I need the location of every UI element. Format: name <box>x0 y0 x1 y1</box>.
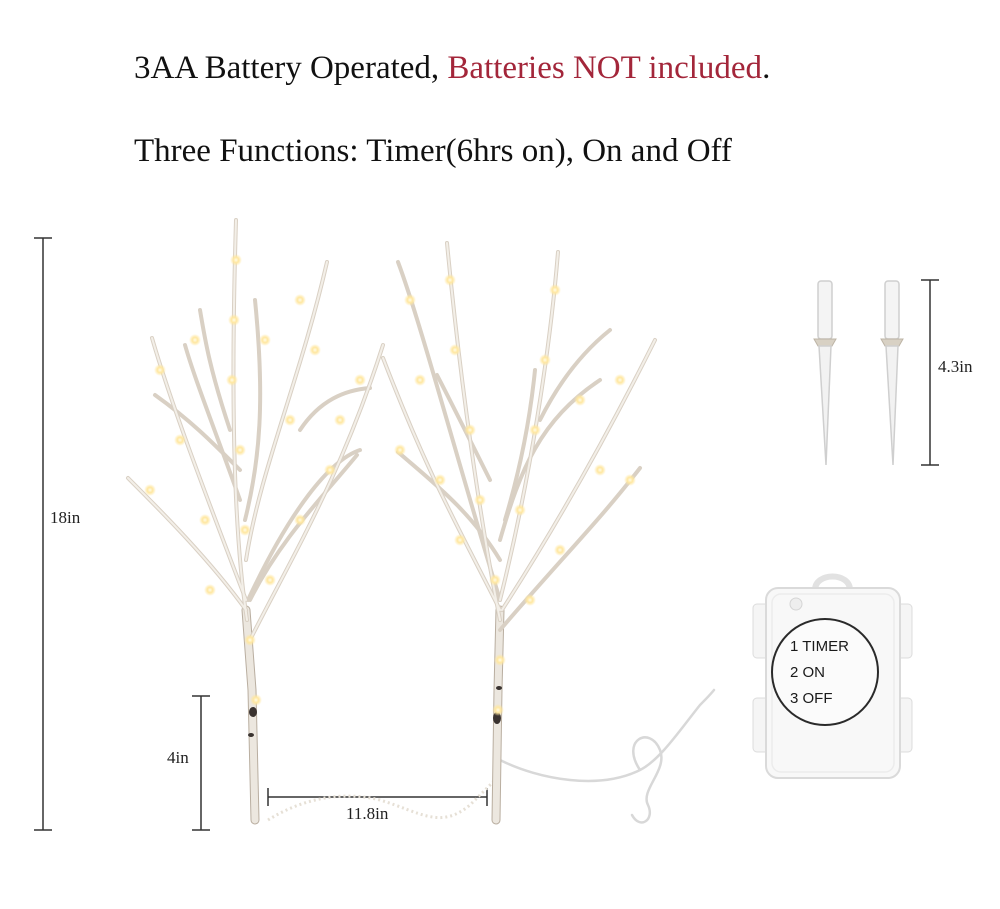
right-birch-branch <box>381 241 657 825</box>
on-option-label: 2 ON <box>790 664 825 681</box>
stake-dimension-line <box>921 279 939 466</box>
battery-headline: 3AA Battery Operated, Batteries NOT incl… <box>134 50 770 87</box>
spacing-dimension-line <box>267 788 488 806</box>
trunk-dimension-line <box>192 695 210 831</box>
battery-box: 1 TIMER 2 ON 3 OFF <box>752 573 913 779</box>
spacing-label: 11.8in <box>346 804 389 823</box>
ground-stake-left <box>813 280 837 466</box>
batteries-not-included-note: Batteries NOT included <box>447 50 763 86</box>
off-option-label: 3 OFF <box>790 690 833 707</box>
battery-headline-period: . <box>762 50 771 86</box>
height-dimension-line <box>34 237 52 831</box>
left-birch-branch <box>126 218 385 825</box>
power-wire <box>498 688 716 824</box>
led-lights <box>144 254 636 716</box>
trunk-height-label: 4in <box>167 748 189 767</box>
timer-option-label: 1 TIMER <box>790 638 849 655</box>
height-label: 18in <box>50 508 81 527</box>
ground-stake-right <box>880 280 904 466</box>
string-light-wire <box>267 773 502 822</box>
functions-headline: Three Functions: Timer(6hrs on), On and … <box>134 133 732 169</box>
battery-headline-text: 3AA Battery Operated, <box>134 50 448 86</box>
stake-length-label: 4.3in <box>938 357 973 376</box>
